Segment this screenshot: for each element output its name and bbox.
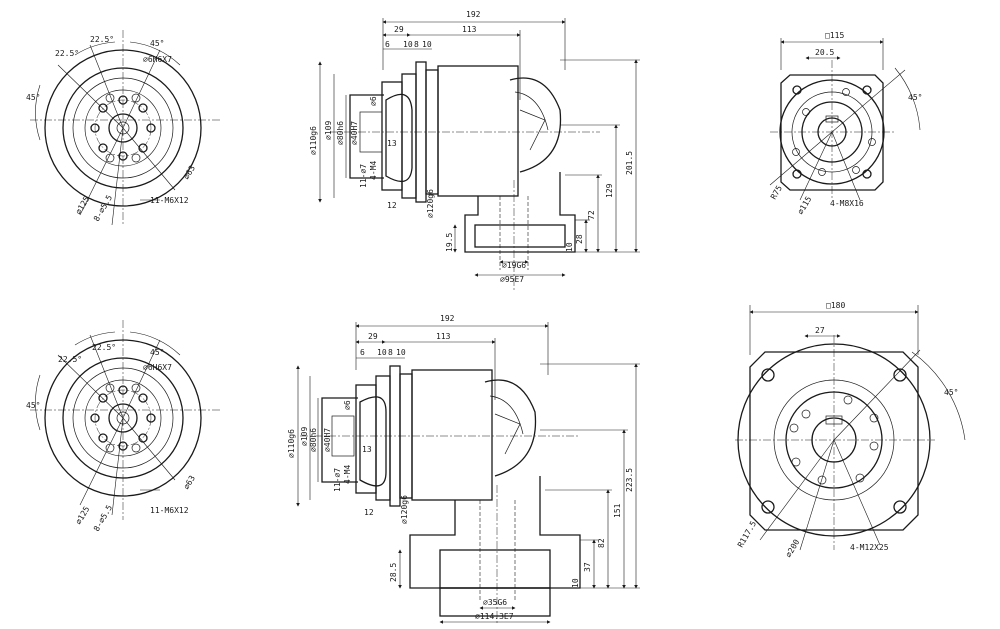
dim-label: 8 [414, 40, 419, 49]
outer-diameter-label: ⌀63 [182, 474, 197, 491]
angle-label: 45° [26, 401, 40, 410]
dim-label: ⌀40H7 [350, 121, 359, 145]
dim-label: 27 [815, 326, 825, 335]
dim-label: 11-⌀7 [333, 468, 342, 492]
dim-label: ⌀110g6 [287, 429, 296, 458]
angle-label: 22.5° [55, 49, 79, 58]
dim-label: 192 [440, 314, 455, 323]
dim-label: 10 [571, 578, 580, 588]
diameter-label: ⌀115 [796, 195, 814, 216]
dim-label: ⌀40H7 [323, 428, 332, 452]
dim-label: 19.5 [445, 233, 454, 252]
thread-label: 11-M6X12 [150, 196, 189, 205]
angle-label: 45° [150, 348, 164, 357]
dim-label: 4-M4 [343, 465, 352, 484]
dim-label: 28 [575, 234, 584, 244]
bolt-holes [90, 93, 156, 163]
dim-label: ⌀6 [369, 96, 378, 106]
dim-label: 10 [403, 40, 413, 49]
upper-side-view [318, 18, 640, 290]
angle-label: 45° [150, 39, 164, 48]
dim-label: 20.5 [815, 48, 834, 57]
dim-label: 129 [605, 183, 614, 198]
dim-label: ⌀6 [343, 400, 352, 410]
thread-label: 4-M12X25 [850, 543, 889, 552]
dim-label: 223.5 [625, 468, 634, 492]
pcd-label: ⌀125 [74, 505, 92, 526]
dim-label: 82 [597, 538, 606, 548]
dim-label: 10 [422, 40, 432, 49]
dim-label: ⌀110g6 [309, 126, 318, 155]
dim-label: 6 [360, 348, 365, 357]
angle-label: 22.5° [58, 355, 82, 364]
pcd-label: ⌀125 [74, 195, 92, 216]
square-size-label: □115 [825, 31, 844, 40]
angle-label: 22.5° [92, 343, 116, 352]
dim-label: ⌀120g6 [400, 495, 409, 524]
angle-label: 22.5° [90, 35, 114, 44]
dim-label: ⌀19G6 [502, 261, 526, 270]
lower-side-view [296, 322, 640, 625]
dim-label: 151 [613, 503, 622, 518]
dim-label: 10 [377, 348, 387, 357]
angle-label: 45° [26, 93, 40, 102]
bore-label: ⌀6H6X7 [143, 363, 172, 372]
radius-label: R75 [769, 184, 784, 201]
dim-label: 72 [587, 210, 596, 220]
dim-label: 10 [565, 242, 574, 252]
dim-label: 6 [385, 40, 390, 49]
outer-diameter-label: ⌀63 [182, 164, 197, 181]
lower-flange-view [735, 305, 966, 551]
angle-label: 45° [944, 388, 958, 397]
dim-label: 113 [462, 25, 477, 34]
bore-label: ⌀6H6X7 [143, 55, 172, 64]
dim-label: 10 [396, 348, 406, 357]
dim-label: ⌀80h6 [336, 121, 345, 145]
radius-label: R117.5 [736, 519, 758, 549]
dim-label: ⌀80h6 [309, 428, 318, 452]
dim-label: 113 [436, 332, 451, 341]
dim-label: 192 [466, 10, 481, 19]
dim-label: 8 [388, 348, 393, 357]
dim-label: 28.5 [389, 563, 398, 582]
dim-label: 12 [364, 508, 374, 517]
diameter-label: ⌀200 [784, 538, 802, 559]
dim-label: ⌀120g6 [426, 189, 435, 218]
upper-flange-view [769, 38, 921, 201]
holes-label: 8-⌀5.5 [92, 193, 114, 223]
square-size-label: □180 [826, 301, 845, 310]
thread-label: 11-M6X12 [150, 506, 189, 515]
dim-label: ⌀35G6 [483, 598, 507, 607]
dim-label: 12 [387, 201, 397, 210]
dim-label: ⌀109 [300, 427, 309, 446]
dim-label: 11-⌀7 [359, 164, 368, 188]
bolt-holes [90, 383, 156, 453]
dim-label: ⌀109 [324, 121, 333, 140]
dim-label: 37 [583, 562, 592, 572]
upper-front-view [30, 30, 220, 226]
dim-label: 201.5 [625, 151, 634, 175]
dim-label: ⌀95E7 [500, 275, 524, 284]
holes-label: 8-⌀5.5 [92, 503, 114, 533]
dim-label: 13 [362, 445, 372, 454]
thread-label: 4-M8X16 [830, 199, 864, 208]
dim-label: 29 [368, 332, 378, 341]
dim-label: 4-M4 [369, 161, 378, 180]
lower-front-view [30, 320, 220, 520]
dim-label: 13 [387, 139, 397, 148]
dim-label: ⌀114.3E7 [475, 612, 514, 621]
angle-label: 45° [908, 93, 922, 102]
dim-label: 29 [394, 25, 404, 34]
